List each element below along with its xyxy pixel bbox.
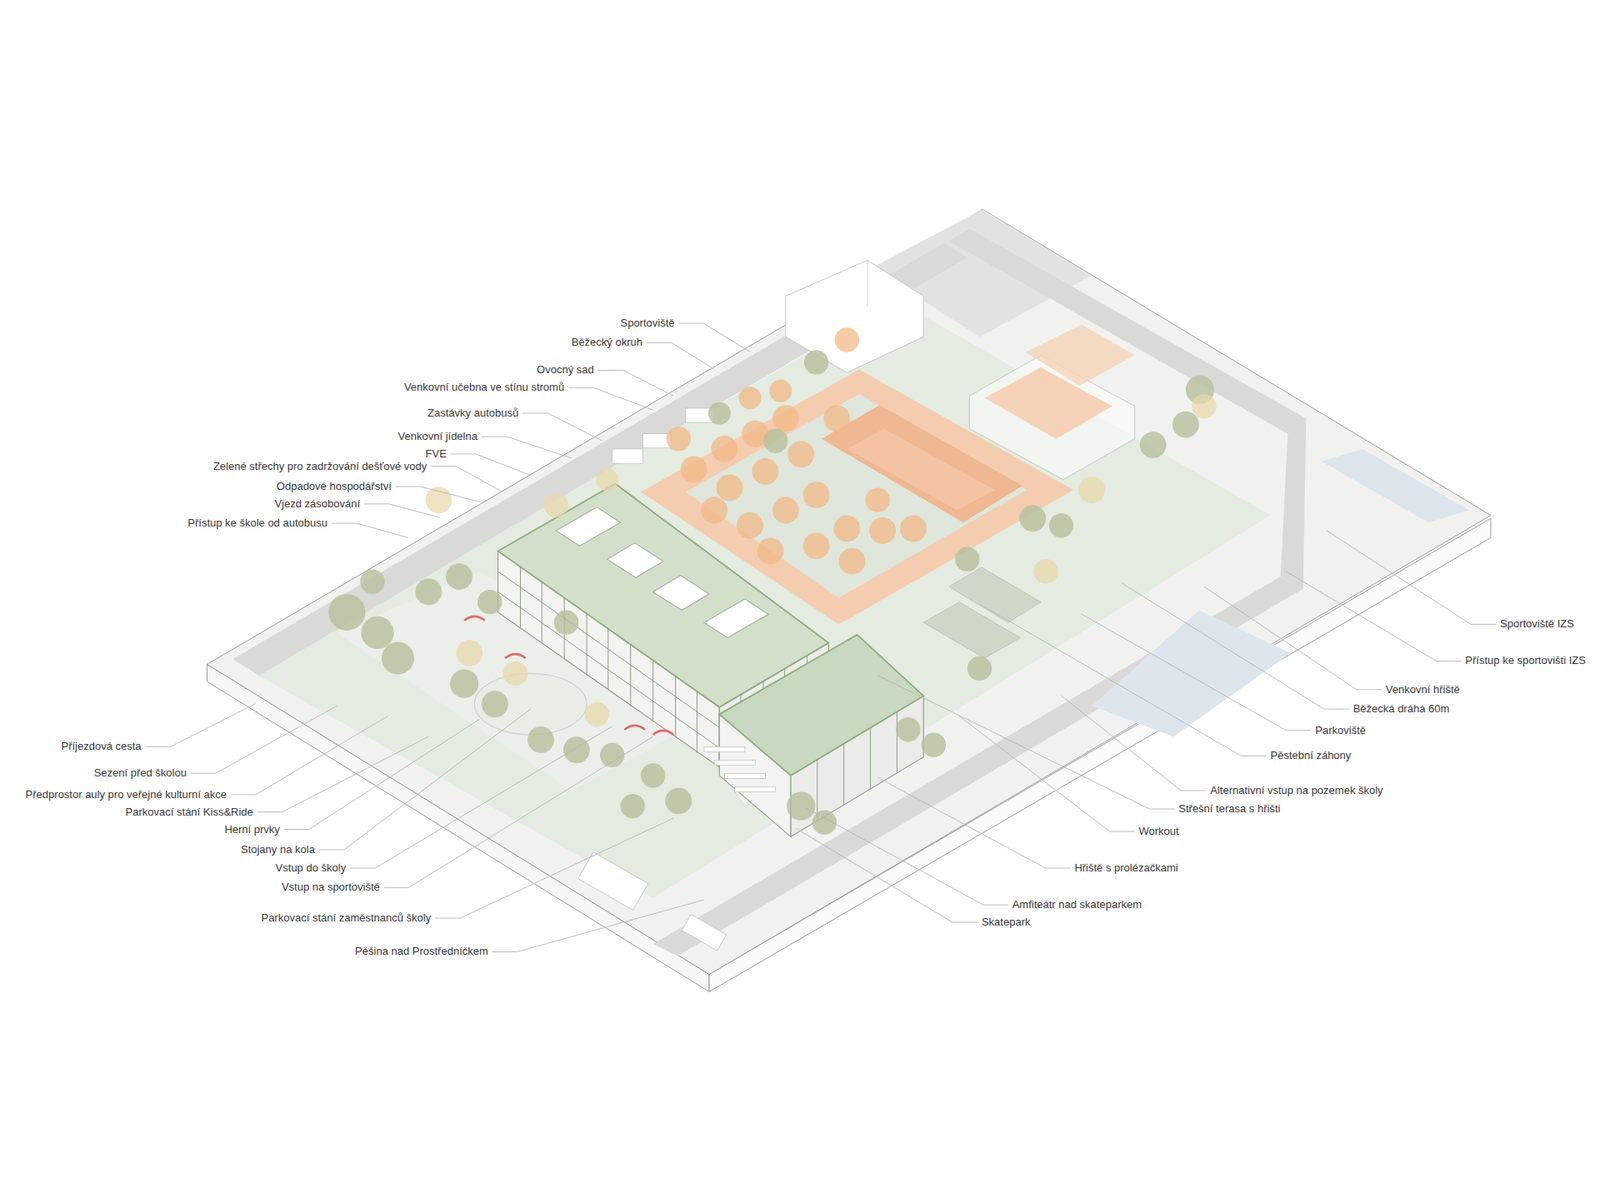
callout-label: Pěšina nad Prostředníčkem [355, 945, 489, 959]
leader-line [805, 808, 1008, 905]
leader-line [959, 716, 1135, 832]
leader-line [319, 709, 531, 850]
leader-line [492, 900, 705, 952]
leader-line [877, 675, 1175, 810]
leader-line [568, 387, 654, 410]
callout-label: Předprostor auly pro veřejné kulturní ak… [25, 788, 227, 802]
leader-line [980, 604, 1267, 756]
callout-label: Venkovní jídelna [398, 430, 478, 444]
callout-label: Příjezdová cesta [60, 740, 141, 754]
callout-label: Zelené střechy pro zadržování dešťové vo… [213, 460, 427, 474]
callout-label: Herní prvky [224, 823, 280, 837]
callout-label: Sportoviště [620, 316, 675, 330]
leader-line [190, 705, 337, 774]
callout-label: Skatepark [981, 915, 1031, 930]
leader-line [364, 504, 440, 518]
callout-label: Běžecký okruh [571, 335, 643, 350]
leader-line [481, 436, 572, 459]
leader-line [384, 736, 654, 888]
leader-line [646, 342, 715, 370]
leader-line [331, 523, 409, 538]
callout-label: Parkovací stání Kiss&Ride [125, 805, 254, 820]
leader-line [522, 413, 602, 441]
callout-label: Workout [1139, 825, 1180, 839]
leader-line [1285, 571, 1462, 662]
callout-label: Zastávky autobusů [427, 406, 519, 420]
callout-label: Vjezd zásobování [274, 497, 360, 511]
leader-line [350, 726, 613, 869]
callout-label: Amfiteátr nad skateparkem [1012, 898, 1142, 912]
leader-line [1122, 583, 1350, 710]
callout-label: Hřiště s prolézačkami [1074, 861, 1178, 875]
leader-line [1081, 614, 1311, 731]
leader-line [145, 704, 256, 747]
leader-line [450, 454, 531, 476]
callout-label: Alternativní vstup na pozemek školy [1210, 784, 1383, 798]
leader-line [435, 818, 674, 919]
callout-label: Venkovní hřiště [1385, 683, 1460, 697]
callout-label: Parkoviště [1315, 724, 1366, 738]
callout-label: Vstup do školy [275, 861, 347, 875]
callout-label: Střešní terasa s hřišti [1178, 802, 1280, 816]
callout-label: Stojany na kola [240, 843, 315, 857]
callout-label: Pěstební záhony [1270, 749, 1351, 763]
leader-line [1204, 586, 1382, 690]
callout-label: Parkovací stání zaměstnanců školy [260, 911, 431, 925]
leader-line [598, 370, 674, 396]
callout-label: Přístup ke sportovišti IZS [1465, 654, 1586, 668]
callout-label: Vstup na sportoviště [281, 880, 380, 895]
leader-line [284, 719, 480, 830]
leader-line [257, 736, 429, 813]
leader-line [395, 486, 480, 502]
leader-line [679, 323, 750, 352]
callout-label: Sportoviště IZS [1500, 617, 1575, 631]
callout-label: Ovocný sad [536, 363, 595, 377]
leader-line [430, 466, 502, 493]
callout-label: FVE [425, 447, 447, 461]
callout-label: Přístup ke škole od autobusu [187, 516, 328, 530]
callout-label: Běžecká dráha 60m [1353, 702, 1450, 716]
leader-line [1326, 530, 1496, 625]
leader-line [795, 828, 978, 923]
callout-label: Venkovní učebna ve stínu stromů [404, 380, 565, 395]
leader-line [230, 716, 388, 795]
callout-label: Odpadové hospodářství [276, 480, 392, 494]
leader-line [877, 777, 1070, 869]
callout-label: Sezení před školou [94, 766, 187, 780]
